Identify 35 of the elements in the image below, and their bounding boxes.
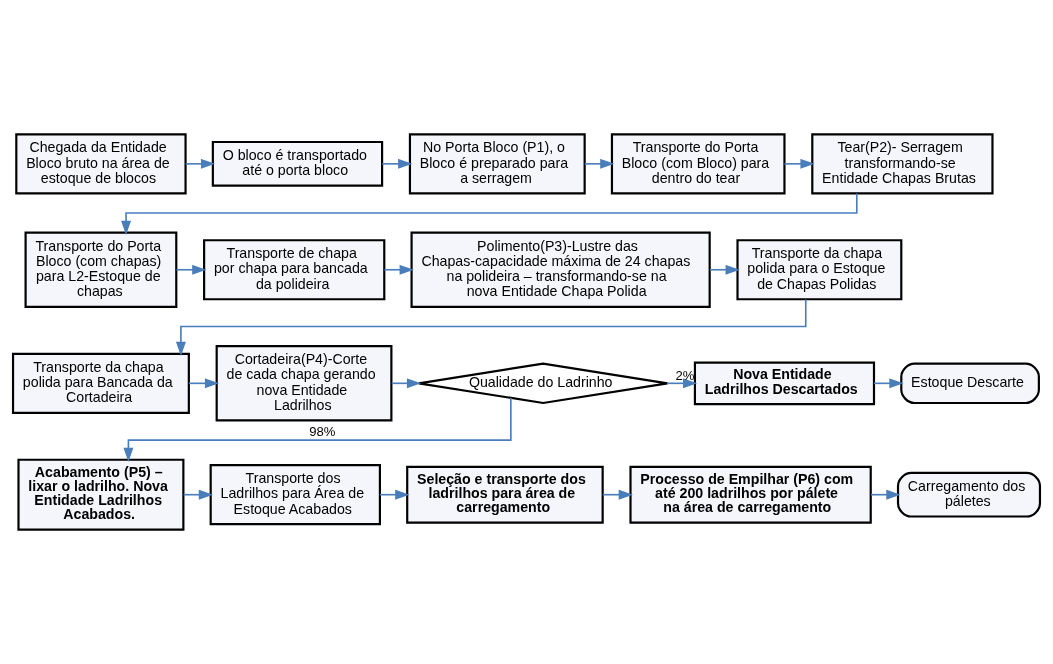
node-box: Seleção e transporte dos ladrilhos para área de carregamento <box>406 465 604 524</box>
node-box: Tear(P2)- Serragem transformando-se Entidade Chapas Brutas <box>811 133 994 195</box>
edge-label: 98% <box>309 424 336 440</box>
arrow <box>175 264 207 275</box>
arrow <box>709 264 740 275</box>
node-diamond: Qualidade do Ladrinho <box>417 362 669 405</box>
node-box: Transporte do Porta Bloco (com Bloco) para dentro do tear <box>610 133 786 195</box>
node-box: Processo de Empilhar (P6) com até 200 ladrilhos por pálete na área de carregamento <box>629 465 872 524</box>
node-box: Chegada da Entidade Bloco bruto na área de estoque de blocos <box>15 133 187 195</box>
node-box: Nova Entidade Ladrilhos Descartados <box>693 361 876 406</box>
arrow <box>783 158 815 169</box>
node-box: Transporte dos Ladrilhos para Área de Estoque Acabados <box>209 464 381 526</box>
arrow <box>379 489 410 500</box>
arrow <box>584 158 615 169</box>
node-box: Transporte da chapa polida para o Estoque de Chapas Polidas <box>736 239 903 301</box>
node-box: Acabamento (P5) – lixar o ladrilho. Nova Entidade Ladrilhos Acabados. <box>17 458 185 531</box>
arrow <box>381 158 413 169</box>
arrow <box>601 489 633 500</box>
arrow <box>175 298 807 357</box>
node-box: Cortadeira(P4)-Corte de cada chapa gerando nova Entidade Ladrilhos <box>215 345 393 422</box>
node-box: Transporte do Porta Bloco (com chapas) para L2-Estoque de chapas <box>24 231 178 308</box>
arrow <box>870 489 901 500</box>
node-box: No Porta Bloco (P1), o Bloco é preparado para a serragem <box>408 133 586 195</box>
arrow <box>123 397 512 462</box>
node-box: Transporte de chapa por chapa para bancada da polideira <box>203 239 386 301</box>
arrow <box>184 158 216 169</box>
node-box: O bloco é transportado até o porta bloco <box>211 140 384 187</box>
edge-label: 2% <box>675 367 695 383</box>
node-box: Polimento(P3)-Lustre das Chapas-capacidade máxima de 24 chapas na polideira – transformando-se na nova Entidade Chapa Polida <box>410 231 711 308</box>
arrow <box>383 264 414 275</box>
node-box: Carregamento dos páletes <box>896 471 1042 518</box>
node-box: Transporte da chapa polida para Bancada da Cortadeira <box>11 352 190 414</box>
node-box: Estoque Descarte <box>900 362 1040 405</box>
arrow <box>182 489 213 500</box>
arrow <box>121 192 858 235</box>
